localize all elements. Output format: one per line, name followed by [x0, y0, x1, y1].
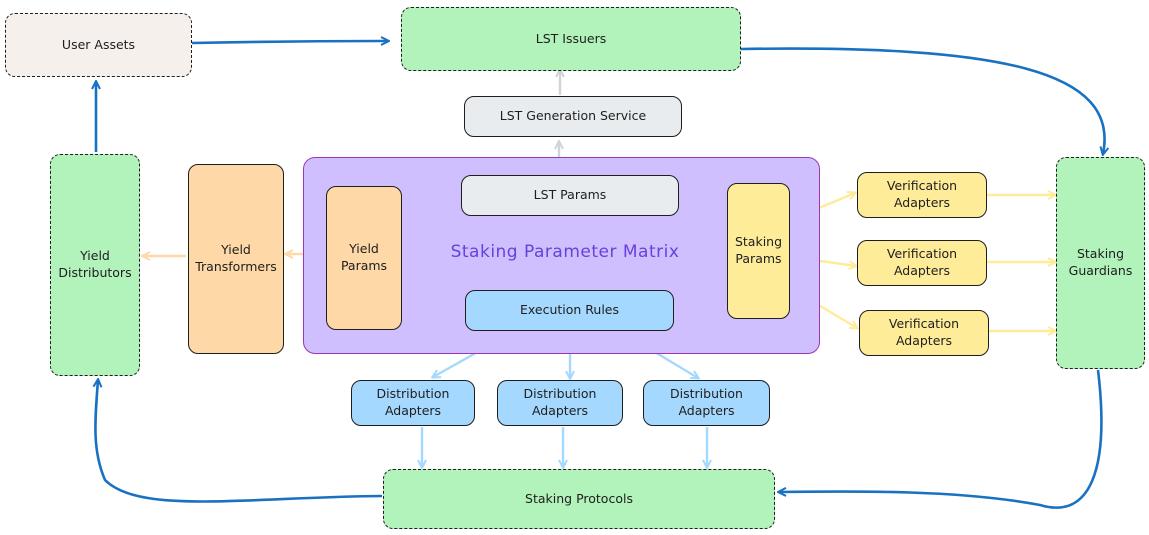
execution-rules-node: Execution Rules — [465, 290, 674, 331]
lst-generation-service-node: LST Generation Service — [464, 96, 682, 137]
yield-params-node: Yield Params — [326, 186, 402, 330]
distribution-adapters-label-3: Distribution Adapters — [670, 386, 743, 418]
verification-adapters-label-2: Verification Adapters — [886, 246, 958, 278]
distribution-adapters-node-2: Distribution Adapters — [497, 380, 623, 426]
distribution-adapters-label-1: Distribution Adapters — [376, 386, 450, 418]
user-assets-label: User Assets — [61, 36, 136, 52]
yield-transformers-label: Yield Transformers — [195, 242, 277, 274]
lst-issuers-label: LST Issuers — [535, 30, 607, 46]
staking-protocols-node: Staking Protocols — [383, 469, 775, 529]
yield-transformers-node: Yield Transformers — [188, 164, 284, 354]
lst-generation-service-label: LST Generation Service — [499, 108, 647, 124]
lst-issuers-node: LST Issuers — [401, 7, 741, 71]
distribution-adapters-node-1: Distribution Adapters — [351, 380, 475, 426]
lst-params-node: LST Params — [461, 175, 679, 216]
lst-params-label: LST Params — [533, 187, 607, 203]
staking-guardians-node: Staking Guardians — [1056, 157, 1145, 369]
user-assets-node: User Assets — [5, 13, 192, 77]
arrow-staking-guardians-to-staking-protocols — [779, 369, 1103, 509]
arrow-staking-protocols-to-yield-distributors — [95, 380, 383, 503]
arrow-lst-issuers-to-staking-guardians — [740, 47, 1105, 154]
yield-distributors-node: Yield Distributors — [50, 154, 140, 376]
verification-adapters-label-1: Verification Adapters — [886, 178, 958, 210]
distribution-adapters-node-3: Distribution Adapters — [643, 380, 770, 426]
staking-guardians-label: Staking Guardians — [1068, 246, 1133, 278]
verification-adapters-node-3: Verification Adapters — [859, 310, 989, 356]
verification-adapters-node-2: Verification Adapters — [857, 240, 987, 286]
execution-rules-label: Execution Rules — [519, 302, 620, 318]
distribution-adapters-label-2: Distribution Adapters — [523, 386, 597, 418]
staking-params-node: Staking Params — [727, 183, 790, 319]
staking-protocols-label: Staking Protocols — [525, 490, 633, 506]
matrix-title: Staking Parameter Matrix — [450, 242, 680, 262]
verification-adapters-node-1: Verification Adapters — [857, 172, 987, 218]
arrow-user-assets-to-lst-issuers — [191, 41, 388, 43]
yield-params-label: Yield Params — [340, 241, 388, 273]
staking-params-label: Staking Params — [734, 234, 783, 266]
verification-adapters-label-3: Verification Adapters — [888, 316, 960, 348]
yield-distributors-label: Yield Distributors — [58, 248, 132, 280]
